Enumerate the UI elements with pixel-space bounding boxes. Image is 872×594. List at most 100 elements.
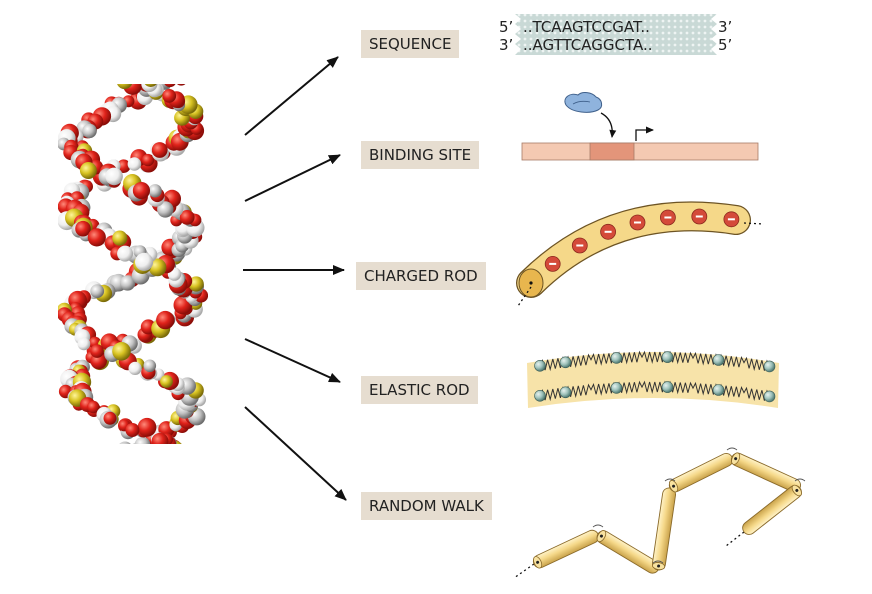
atom <box>87 400 100 414</box>
bead <box>559 386 572 399</box>
atom <box>134 436 151 444</box>
negative-charge <box>691 208 708 225</box>
atom <box>156 310 175 330</box>
atom <box>87 228 106 247</box>
negative-charge <box>600 223 616 240</box>
atom <box>177 84 186 86</box>
atom <box>157 201 174 218</box>
seq-top-3prime: 3’ <box>718 18 733 36</box>
binding-site-illustration <box>521 92 759 161</box>
protein-binding-arrow <box>600 112 617 138</box>
bead <box>763 390 776 403</box>
atom <box>112 342 131 361</box>
sequence-strand-backdrop <box>515 14 717 55</box>
negative-charge <box>629 214 646 231</box>
bead <box>712 354 725 366</box>
arrow-to-elastic-rod <box>244 338 341 383</box>
atom <box>160 375 173 388</box>
label-sequence: SEQUENCE <box>361 30 460 58</box>
atom <box>141 84 158 92</box>
chain-segment <box>596 530 660 574</box>
atom <box>127 157 142 171</box>
negative-charge <box>544 255 561 272</box>
charged-rod-illustration <box>516 201 765 307</box>
atom <box>141 153 155 167</box>
bead <box>661 381 674 393</box>
seq-bottom-3prime: 3’ <box>499 36 514 54</box>
elastic-rod-illustration <box>527 350 779 408</box>
atom <box>82 123 97 139</box>
label-elastic-rod: ELASTIC ROD <box>361 376 478 404</box>
seq-bottom-strand: ..AGTTCAGGCTA.. <box>523 36 653 54</box>
negative-charge <box>660 209 676 226</box>
atom <box>128 361 142 375</box>
arrow-to-random-walk <box>244 406 347 501</box>
atom <box>119 275 136 291</box>
atom <box>117 84 133 90</box>
bead <box>534 389 546 402</box>
label-random-walk: RANDOM WALK <box>361 492 492 520</box>
bead <box>534 359 546 372</box>
spring <box>539 380 770 402</box>
atom <box>188 276 204 292</box>
joint <box>664 478 676 482</box>
chain-segment <box>668 452 734 493</box>
atom <box>105 167 123 186</box>
atom <box>127 68 141 82</box>
seq-bottom-5prime: 5’ <box>718 36 733 54</box>
bead <box>763 360 776 373</box>
atom <box>117 245 134 262</box>
bead <box>610 352 623 364</box>
bead <box>559 356 572 369</box>
arrow-to-binding-site <box>244 154 341 202</box>
atom <box>144 84 157 87</box>
bead <box>610 382 623 394</box>
atom <box>77 337 91 351</box>
transcription-start-arrow-icon <box>635 126 654 141</box>
bead <box>661 351 674 363</box>
joint <box>592 524 604 528</box>
atom <box>164 84 176 88</box>
atom <box>132 442 141 444</box>
protein-blob-icon <box>564 92 603 113</box>
joint <box>726 447 738 451</box>
atom <box>79 162 97 179</box>
atom <box>135 252 154 271</box>
atom <box>90 344 104 358</box>
negative-charge <box>723 211 740 228</box>
joint <box>652 560 664 564</box>
spring <box>539 350 770 372</box>
atom <box>171 67 187 83</box>
atom <box>143 359 157 373</box>
binding-site-region <box>589 142 635 161</box>
atom <box>116 159 131 173</box>
dna-strip <box>521 142 759 161</box>
atom <box>166 441 179 444</box>
atom <box>103 411 117 425</box>
atom <box>179 210 195 225</box>
atom <box>137 417 157 437</box>
atom <box>119 441 131 444</box>
atom <box>148 184 162 198</box>
atom <box>162 89 177 103</box>
joint <box>794 478 806 482</box>
atom <box>112 230 128 246</box>
atom <box>151 432 169 444</box>
atom <box>132 182 150 200</box>
chain-segment <box>532 529 600 569</box>
random-walk-chain <box>513 447 806 579</box>
atom <box>125 423 140 437</box>
atom <box>151 142 168 158</box>
seq-top-strand: ..TCAAGTCCGAT.. <box>523 18 650 36</box>
negative-charge <box>571 237 588 254</box>
chain-segment <box>742 484 802 535</box>
dna-space-filling-model <box>58 67 208 444</box>
atom <box>90 284 105 298</box>
label-binding-site: BINDING SITE <box>361 141 480 169</box>
bead <box>712 384 725 396</box>
atom <box>75 220 91 237</box>
label-charged-rod: CHARGED ROD <box>356 262 486 290</box>
seq-top-5prime: 5’ <box>499 18 514 36</box>
chain-segment <box>651 487 677 571</box>
